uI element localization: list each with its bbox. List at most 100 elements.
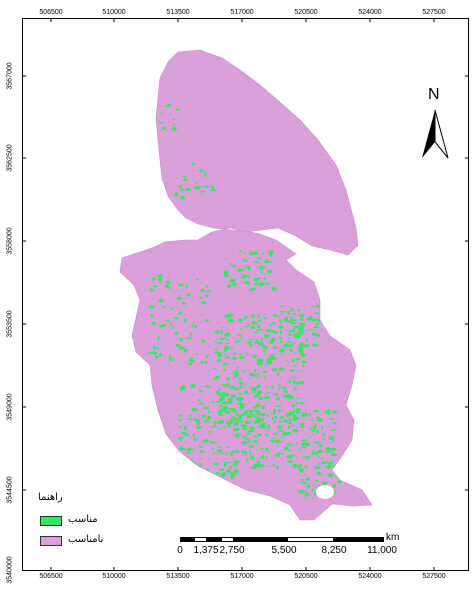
suitable-patch: [253, 261, 260, 264]
suitable-patch: [264, 428, 268, 430]
suitable-patch: [221, 364, 227, 366]
suitable-patch: [294, 376, 297, 379]
suitable-patch: [272, 314, 277, 317]
suitable-patch: [179, 283, 182, 286]
suitable-patch: [187, 418, 193, 421]
suitable-patch: [178, 419, 182, 422]
suitable-patch: [198, 403, 205, 405]
scale-segment: [334, 537, 384, 542]
suitable-patch: [269, 357, 275, 360]
suitable-patch: [228, 401, 233, 404]
suitable-patch: [268, 329, 275, 333]
suitable-patch: [161, 112, 164, 115]
suitable-patch: [213, 462, 219, 466]
suitable-patch: [249, 426, 256, 430]
suitable-patch: [248, 409, 254, 413]
suitable-patch: [311, 343, 319, 347]
suitable-patch: [199, 450, 205, 453]
suitable-patch: [230, 395, 236, 398]
suitable-patch: [299, 314, 304, 318]
suitable-patch: [327, 409, 331, 412]
suitable-patch: [307, 435, 311, 437]
suitable-patch: [292, 414, 297, 417]
suitable-patch: [214, 348, 219, 350]
suitable-patch: [317, 318, 321, 323]
suitable-patch: [256, 463, 263, 468]
suitable-patch: [235, 465, 238, 467]
suitable-patch: [158, 278, 162, 282]
suitable-patch: [243, 369, 246, 373]
suitable-patch: [299, 317, 303, 321]
suitable-patch: [188, 466, 192, 469]
suitable-patch: [315, 323, 320, 326]
suitable-patch: [275, 405, 282, 408]
suitable-patch: [239, 385, 243, 389]
suitable-patch: [202, 190, 205, 192]
suitable-patch: [290, 307, 293, 310]
suitable-patch: [242, 441, 248, 445]
suitable-patch: [250, 326, 255, 330]
suitable-patch: [233, 410, 236, 413]
suitable-patch: [252, 406, 257, 409]
suitable-patch: [175, 343, 180, 347]
suitable-patch: [263, 349, 266, 353]
suitable-patch: [168, 355, 172, 359]
x-tick-label-bottom: 510000: [102, 573, 126, 580]
suitable-patch: [248, 445, 254, 448]
suitable-patch: [297, 464, 301, 469]
suitable-patch: [205, 294, 209, 297]
suitable-patch: [288, 449, 292, 452]
suitable-patch: [230, 278, 233, 280]
suitable-patch: [184, 472, 189, 476]
suitable-patch: [316, 312, 319, 315]
x-tick-label-top: 524000: [358, 9, 382, 16]
suitable-patch: [178, 294, 181, 297]
suitable-patch: [250, 287, 257, 290]
suitable-patches: [147, 103, 342, 497]
suitable-patch: [189, 332, 192, 337]
suitable-patch: [185, 463, 191, 466]
suitable-patch: [310, 429, 316, 432]
suitable-patch: [218, 414, 224, 416]
x-tick-label-top: 520500: [294, 9, 318, 16]
suitable-patch: [291, 403, 296, 408]
suitable-patch: [237, 318, 243, 322]
suitable-patch: [262, 370, 268, 373]
suitable-patch: [278, 350, 285, 353]
suitable-patch: [220, 408, 226, 412]
suitable-patch: [248, 340, 252, 345]
suitable-patch: [255, 443, 258, 446]
suitable-patch: [270, 353, 274, 358]
legend-label-unsuitable: نامناسب: [68, 534, 104, 545]
suitable-patch: [179, 439, 183, 442]
suitable-patch: [298, 489, 305, 494]
suitable-patch: [168, 286, 172, 289]
suitable-patch: [195, 278, 199, 281]
scale-segment: [194, 537, 207, 542]
suitable-patch: [258, 257, 262, 260]
suitable-patch: [185, 284, 189, 289]
suitable-patch: [159, 352, 162, 357]
suitable-patch: [218, 341, 223, 345]
suitable-patch: [260, 413, 267, 416]
suitable-patch: [175, 108, 181, 111]
suitable-patch: [304, 478, 310, 481]
suitable-patch: [260, 268, 264, 271]
suitable-patch: [230, 473, 236, 476]
suitable-patch: [170, 323, 173, 327]
suitable-patch: [227, 446, 230, 449]
suitable-patch: [332, 483, 337, 488]
suitable-patch: [204, 385, 211, 388]
suitable-patch: [316, 429, 319, 434]
suitable-patch: [314, 479, 319, 482]
suitable-patch: [230, 471, 233, 474]
suitable-patch: [304, 493, 310, 497]
suitable-patch: [232, 356, 237, 360]
suitable-patch: [313, 326, 320, 329]
suitable-patch: [250, 456, 255, 460]
suitable-patch: [316, 417, 323, 422]
suitable-patch: [277, 409, 281, 413]
suitable-patch: [222, 368, 227, 371]
suitable-patch: [240, 413, 245, 416]
suitable-patch: [249, 339, 254, 341]
